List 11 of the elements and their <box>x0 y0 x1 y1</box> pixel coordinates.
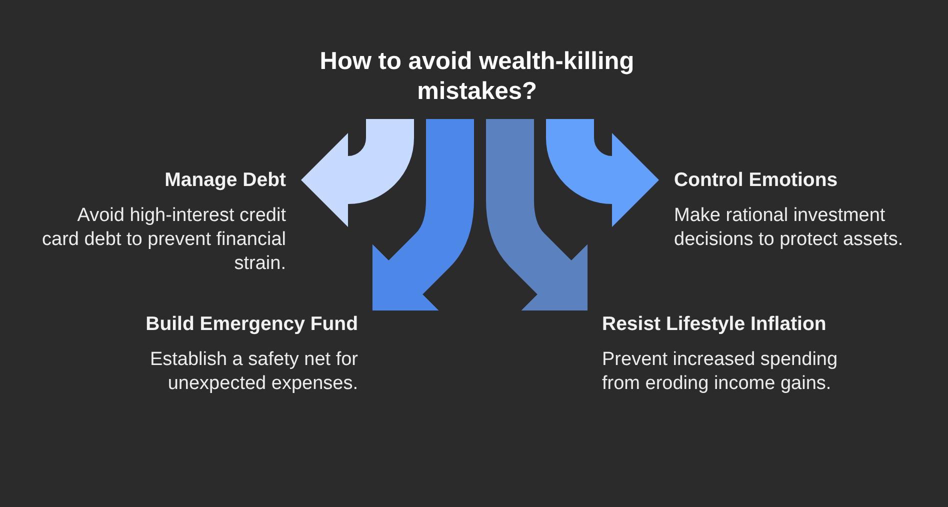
description: Avoid high-interest credit card debt to prevent financial strain. <box>41 204 286 276</box>
description: Establish a safety net for unexpected expenses. <box>148 348 358 396</box>
heading: Control Emotions <box>674 169 838 191</box>
title: How to avoid wealth-killing mistakes? <box>318 47 636 107</box>
heading: Manage Debt <box>164 169 286 191</box>
curved-arrow <box>486 119 588 311</box>
description: Make rational investment decisions to protect assets. <box>674 204 904 252</box>
heading: Build Emergency Fund <box>146 313 358 335</box>
curved-arrow <box>372 119 474 311</box>
description: Prevent increased spending from eroding income gains. <box>602 348 839 396</box>
heading: Resist Lifestyle Inflation <box>602 313 826 335</box>
